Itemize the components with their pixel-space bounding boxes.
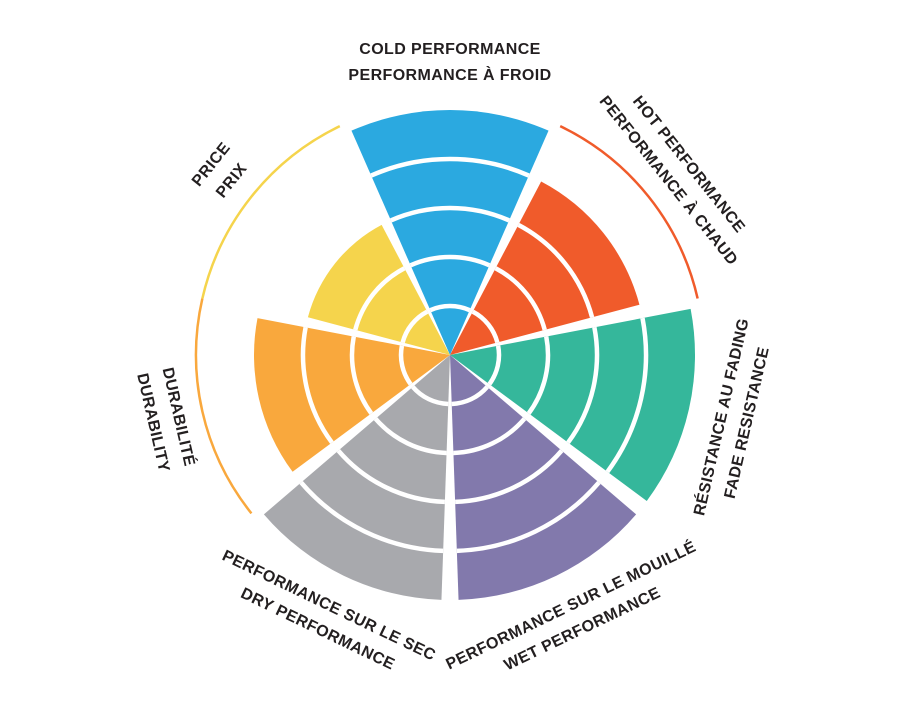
wedge-dry	[263, 355, 450, 600]
ring-line-price-2	[353, 266, 406, 331]
ring-line-cold-2	[409, 254, 491, 268]
ring-line-wet-4	[456, 481, 601, 554]
ring-line-durability-2	[349, 336, 374, 415]
ring-line-wet-2	[453, 417, 527, 456]
max-arc-price	[201, 125, 341, 299]
ring-line-cold-1	[429, 303, 471, 313]
ring-line-dry-1	[411, 385, 449, 407]
ring-line-hot-2	[494, 266, 547, 331]
ring-line-hot-1	[471, 309, 500, 344]
ring-line-wet-3	[455, 449, 564, 505]
ring-line-cold-3	[389, 205, 511, 223]
max-arc-durability	[194, 298, 253, 515]
wedge-cold	[351, 109, 549, 356]
ring-line-dry-2	[373, 417, 447, 456]
ring-line-price-1	[400, 309, 429, 344]
ring-line-fade-2	[526, 336, 551, 415]
ring-line-fade-1	[487, 345, 502, 386]
ring-line-wet-1	[451, 385, 489, 407]
ring-line-dry-4	[299, 481, 444, 554]
max-arc-hot	[559, 125, 699, 299]
ring-line-durability-3	[300, 326, 334, 444]
ring-line-hot-3	[517, 222, 595, 318]
ring-line-cold-4	[370, 156, 530, 178]
ring-line-durability-1	[398, 345, 413, 386]
ring-line-fade-4	[605, 317, 649, 474]
wedge-fade	[450, 308, 695, 501]
ring-line-fade-3	[566, 326, 600, 444]
wedge-wet	[450, 355, 637, 600]
ring-line-dry-3	[336, 449, 445, 505]
